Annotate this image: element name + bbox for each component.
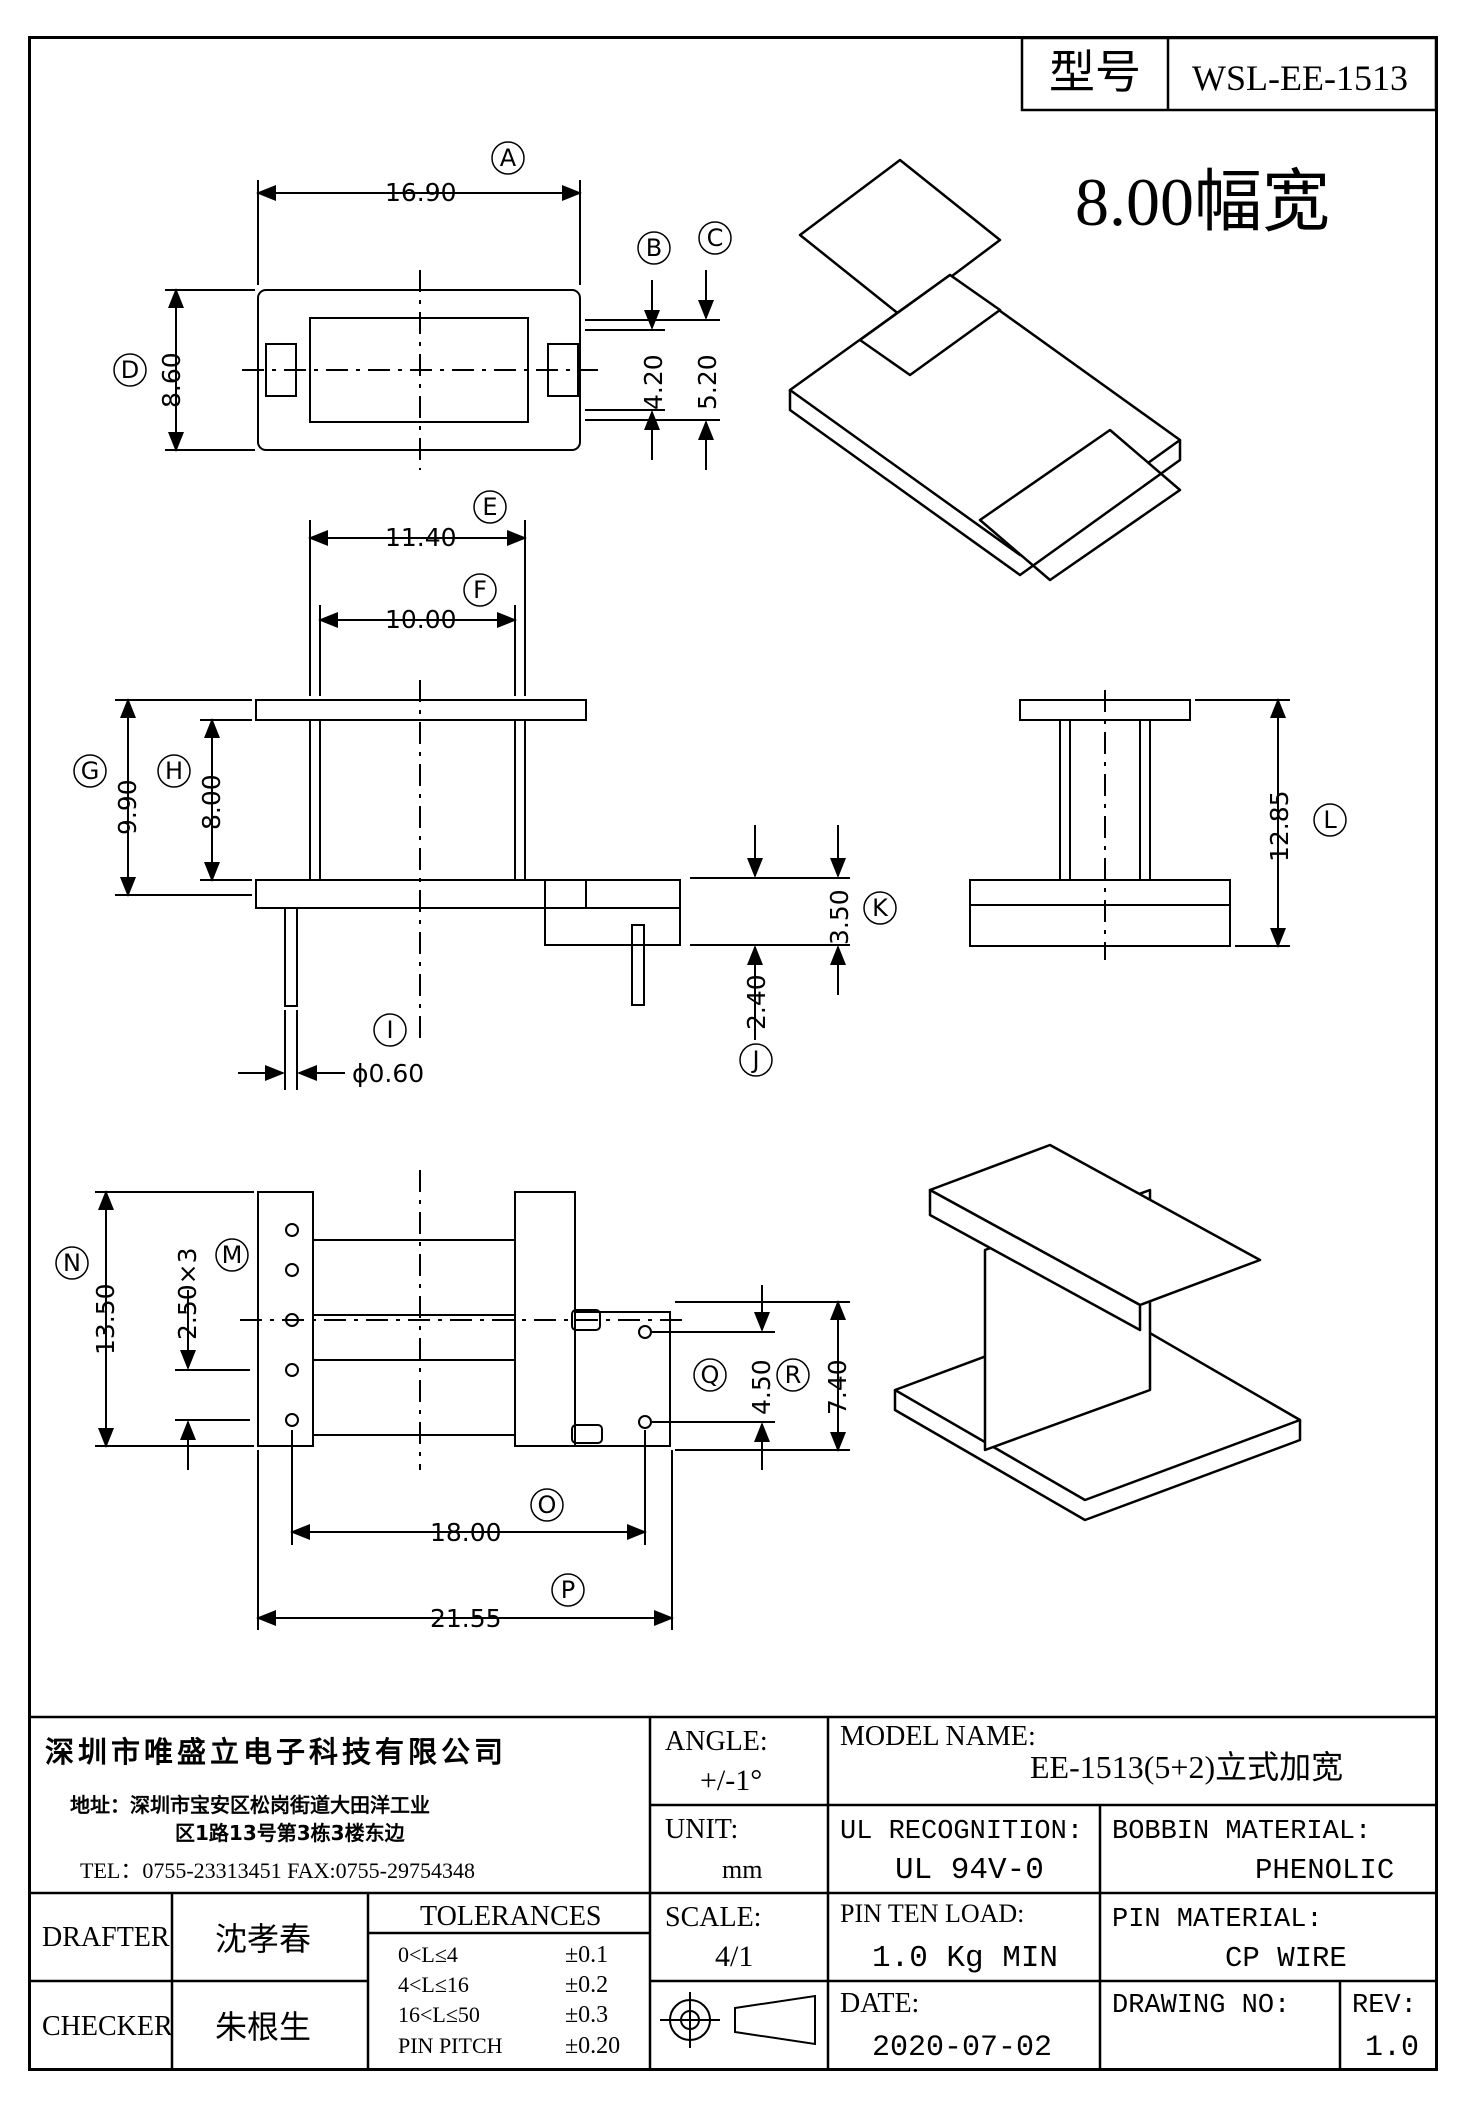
drawing-no-label: DRAWING NO:	[1112, 1991, 1290, 2021]
dim-d-value: 8.60	[157, 352, 186, 408]
svg-text:P: P	[561, 1576, 575, 1604]
dimension-letters: A B C D E F G H I J K L M N O P Q R	[63, 144, 1337, 1604]
scale-value: 4/1	[715, 1940, 753, 1973]
pin-load-label: PIN TEN LOAD:	[840, 1899, 1024, 1928]
svg-text:R: R	[785, 1361, 802, 1389]
tolerance-range: 0<L≤4	[398, 1942, 458, 1967]
date-value: 2020-07-02	[872, 2031, 1052, 2065]
tolerance-value: ±0.1	[565, 1942, 608, 1968]
svg-text:H: H	[165, 757, 183, 785]
dim-n-value: 13.50	[91, 1283, 120, 1355]
dim-k-value: 3.50	[825, 889, 854, 945]
unit-label: UNIT:	[665, 1814, 738, 1845]
checker-value: 朱根生	[215, 2009, 311, 2045]
bottom-view	[95, 1170, 850, 1630]
dim-r-value: 7.40	[823, 1359, 852, 1415]
tolerance-range: 16<L≤50	[398, 2002, 480, 2027]
model-header: 型号 WSL-EE-1513	[1020, 36, 1438, 112]
svg-text:Q: Q	[701, 1361, 720, 1389]
type-value: WSL-EE-1513	[1192, 58, 1408, 98]
angle-label: ANGLE:	[665, 1726, 768, 1757]
svg-text:I: I	[386, 1016, 393, 1044]
tolerance-table: 0<L≤4 ±0.1 4<L≤16 ±0.2 16<L≤50 ±0.3 PIN …	[398, 1942, 620, 2059]
tolerance-range: PIN PITCH	[398, 2033, 503, 2058]
dim-l-value: 12.85	[1265, 790, 1294, 862]
top-view	[165, 180, 720, 470]
angle-value: +/-1°	[700, 1764, 762, 1797]
model-label: MODEL NAME:	[840, 1721, 1036, 1752]
front-view	[115, 520, 850, 1090]
unit-value: mm	[722, 1855, 762, 1884]
type-label: 型号	[1049, 47, 1141, 98]
width-note: 8.00幅宽	[1075, 164, 1330, 240]
dim-j-value: 2.40	[742, 974, 771, 1030]
rev-label: REV:	[1352, 1991, 1417, 2021]
scale-label: SCALE:	[665, 1902, 761, 1933]
svg-text:M: M	[222, 1241, 243, 1269]
dim-b-value: 4.20	[639, 354, 668, 410]
checker-label: CHECKER	[42, 2011, 173, 2042]
dim-q-value: 4.50	[747, 1359, 776, 1415]
svg-text:L: L	[1323, 806, 1337, 834]
address-line-1: 地址：深圳市宝安区松岗街道大田洋工业	[70, 1793, 430, 1817]
svg-text:B: B	[646, 234, 662, 262]
tolerance-value: ±0.2	[565, 1972, 608, 1998]
svg-text:A: A	[500, 144, 517, 172]
drafter-value: 沈孝春	[215, 1921, 311, 1957]
ul-label: UL RECOGNITION:	[840, 1817, 1083, 1847]
svg-text:F: F	[473, 576, 487, 604]
tolerance-range: 4<L≤16	[398, 1972, 469, 1997]
iso-view-bottom	[893, 1143, 1302, 1522]
address-line-2: 区1路13号第3栋3楼东边	[175, 1821, 406, 1845]
pin-load-value: 1.0 Kg MIN	[872, 1941, 1058, 1976]
drawing-frame	[28, 36, 1438, 2071]
dim-h-value: 8.00	[197, 774, 226, 830]
svg-text:G: G	[81, 757, 100, 785]
dim-c-value: 5.20	[693, 354, 722, 410]
pin-material-value: CP WIRE	[1225, 1942, 1347, 1975]
dim-a-value: 16.90	[385, 178, 457, 207]
svg-text:E: E	[482, 493, 497, 521]
pin-material-label: PIN MATERIAL:	[1112, 1905, 1323, 1935]
svg-text:K: K	[872, 894, 889, 922]
title-block	[28, 1715, 1438, 2071]
bobbin-label: BOBBIN MATERIAL:	[1112, 1817, 1371, 1847]
rev-value: 1.0	[1365, 2031, 1419, 2065]
tolerance-value: ±0.20	[565, 2033, 620, 2059]
tolerance-value: ±0.3	[565, 2002, 608, 2028]
tel-fax: TEL：0755-23313451 FAX:0755-29754348	[80, 1858, 475, 1883]
dim-o-value: 18.00	[430, 1518, 502, 1547]
dim-f-value: 10.00	[385, 605, 457, 634]
projection-symbol	[660, 1992, 816, 2048]
drafter-label: DRAFTER	[42, 1922, 170, 1953]
dim-e-value: 11.40	[385, 523, 457, 552]
svg-text:N: N	[63, 1249, 81, 1277]
dimension-labels	[55, 141, 1347, 1607]
dim-i-value: ϕ0.60	[352, 1059, 424, 1088]
iso-view-top	[788, 158, 1182, 582]
dim-g-value: 9.90	[113, 779, 142, 835]
svg-text:J: J	[750, 1046, 759, 1074]
model-value: EE-1513(5+2)立式加宽	[1030, 1749, 1343, 1785]
svg-text:O: O	[538, 1491, 557, 1519]
svg-text:D: D	[121, 356, 139, 384]
svg-text:C: C	[707, 224, 724, 252]
tolerances-label: TOLERANCES	[420, 1901, 602, 1932]
dim-m-value: 2.50×3	[173, 1247, 202, 1340]
bobbin-value: PHENOLIC	[1255, 1854, 1394, 1887]
date-label: DATE:	[840, 1988, 919, 2019]
side-view	[969, 690, 1290, 960]
ul-value: UL 94V-0	[895, 1853, 1044, 1888]
company-name: 深圳市唯盛立电子科技有限公司	[45, 1735, 507, 1769]
dim-p-value: 21.55	[430, 1604, 502, 1633]
